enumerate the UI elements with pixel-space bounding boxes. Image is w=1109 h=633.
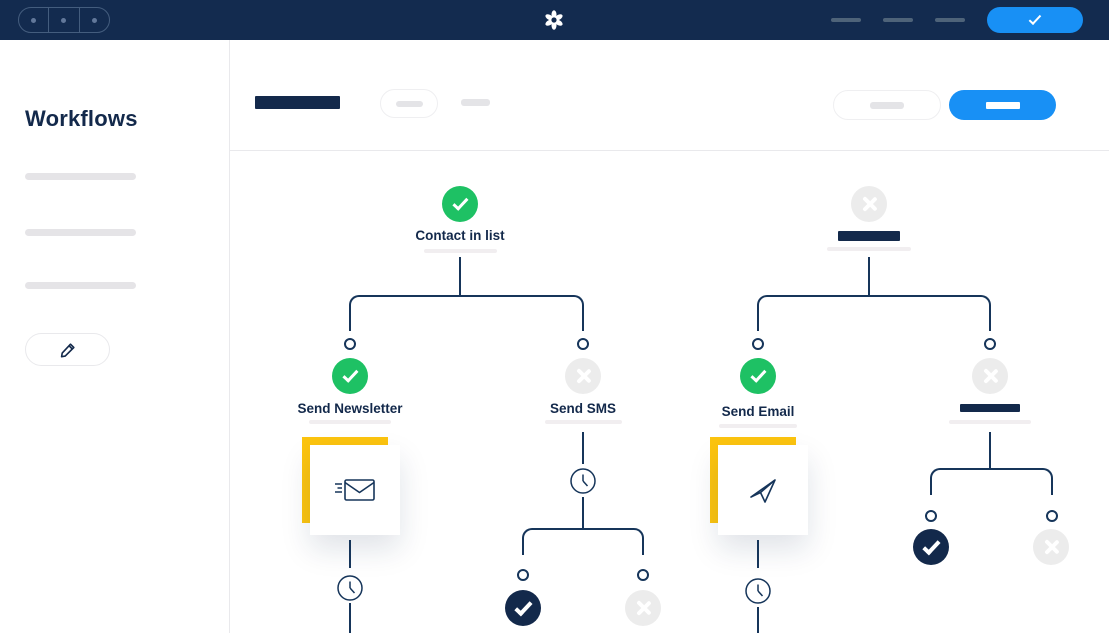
edit-workflow-button[interactable] (25, 333, 110, 366)
workflow-canvas: Contact in list Send Newsletter Send SMS (230, 151, 1109, 633)
window-control-dot-icon (91, 17, 97, 23)
connector-line (989, 432, 991, 468)
window-control-dot-icon (61, 17, 67, 23)
content-header (230, 40, 1109, 151)
window-control-segment-3[interactable] (80, 8, 109, 32)
node-send-newsletter-label: Send Newsletter (297, 401, 403, 416)
check-icon (451, 194, 468, 211)
window-control-segment-1[interactable] (19, 8, 50, 32)
window-control-dot-icon (31, 17, 37, 23)
node-contact-in-list-status[interactable] (442, 186, 478, 222)
header-text-placeholder (461, 99, 490, 106)
node-send-sms-status[interactable] (565, 358, 601, 394)
node-right-placeholder-status[interactable] (972, 358, 1008, 394)
branch-port-dot (1046, 510, 1058, 522)
node-send-sms-label: Send SMS (549, 401, 616, 416)
node-send-email-label: Send Email (721, 404, 795, 419)
branch-connector (349, 295, 584, 331)
cross-icon (634, 599, 652, 617)
sidebar: Workflows (0, 40, 230, 633)
newsletter-action-card[interactable] (300, 437, 400, 535)
cross-icon (574, 367, 592, 385)
connector-line (349, 603, 351, 633)
button-label-placeholder (985, 101, 1020, 109)
primary-action-button[interactable] (949, 90, 1056, 120)
card-accent (710, 437, 796, 445)
label-underline (309, 420, 391, 424)
branch-port-dot (925, 510, 937, 522)
sms-outcome-no-status[interactable] (625, 590, 661, 626)
connector-line (349, 540, 351, 568)
email-action-card[interactable] (708, 437, 808, 535)
sidebar-item-placeholder-1[interactable] (25, 173, 136, 180)
branch-port-dot (984, 338, 996, 350)
header-pill-button[interactable] (380, 89, 438, 118)
top-nav-group (831, 0, 1083, 40)
delay-step-clock-icon[interactable] (569, 467, 597, 495)
check-icon (749, 366, 766, 383)
label-underline (949, 420, 1031, 424)
secondary-action-button[interactable] (833, 90, 941, 120)
node-contact-in-list-label: Contact in list (415, 228, 505, 243)
connector-line (459, 257, 461, 295)
envelope-send-icon (335, 479, 375, 501)
node-label-placeholder (838, 231, 900, 241)
label-underline (545, 420, 622, 424)
node-send-newsletter-status[interactable] (332, 358, 368, 394)
branch-connector (930, 468, 1053, 495)
delay-step-clock-icon[interactable] (744, 577, 772, 605)
connector-line (582, 497, 584, 528)
branch-connector (522, 528, 644, 555)
check-icon (1028, 12, 1042, 26)
cross-icon (860, 195, 878, 213)
page-title-placeholder (255, 96, 340, 109)
check-icon (921, 536, 941, 555)
sidebar-title: Workflows (25, 106, 138, 131)
delay-step-clock-icon[interactable] (336, 574, 364, 602)
window-controls (18, 7, 110, 33)
card-face (718, 445, 808, 535)
cross-icon (1042, 538, 1060, 556)
branch-port-dot (517, 569, 529, 581)
check-icon (513, 597, 533, 616)
sms-outcome-yes-status[interactable] (505, 590, 541, 626)
nav-item-placeholder-2[interactable] (883, 18, 913, 22)
branch-port-dot (344, 338, 356, 350)
branch-port-dot (577, 338, 589, 350)
connector-line (757, 540, 759, 568)
label-underline (827, 247, 911, 251)
node-right-root-status[interactable] (851, 186, 887, 222)
button-label-placeholder (870, 101, 904, 109)
connector-line (757, 607, 759, 633)
paper-plane-icon (750, 479, 776, 503)
right-outcome-yes-status[interactable] (913, 529, 949, 565)
connector-line (582, 432, 584, 464)
confirm-button[interactable] (987, 7, 1083, 33)
node-label-placeholder (960, 404, 1020, 412)
pinwheel-logo-icon (542, 8, 566, 32)
cross-icon (981, 367, 999, 385)
label-underline (424, 249, 497, 253)
pencil-icon (60, 342, 75, 357)
pill-label-placeholder (395, 100, 423, 107)
card-face (310, 445, 400, 535)
branch-port-dot (637, 569, 649, 581)
sidebar-item-placeholder-3[interactable] (25, 282, 136, 289)
card-accent (710, 437, 718, 523)
node-send-email-status[interactable] (740, 358, 776, 394)
connector-line (868, 257, 870, 295)
branch-port-dot (752, 338, 764, 350)
top-bar (0, 0, 1109, 40)
branch-connector (757, 295, 991, 331)
sidebar-item-placeholder-2[interactable] (25, 229, 136, 236)
nav-item-placeholder-1[interactable] (831, 18, 861, 22)
card-accent (302, 437, 388, 445)
check-icon (341, 366, 358, 383)
label-underline (719, 424, 797, 428)
right-outcome-no-status[interactable] (1033, 529, 1069, 565)
nav-item-placeholder-3[interactable] (935, 18, 965, 22)
card-accent (302, 437, 310, 523)
window-control-segment-2[interactable] (49, 8, 80, 32)
